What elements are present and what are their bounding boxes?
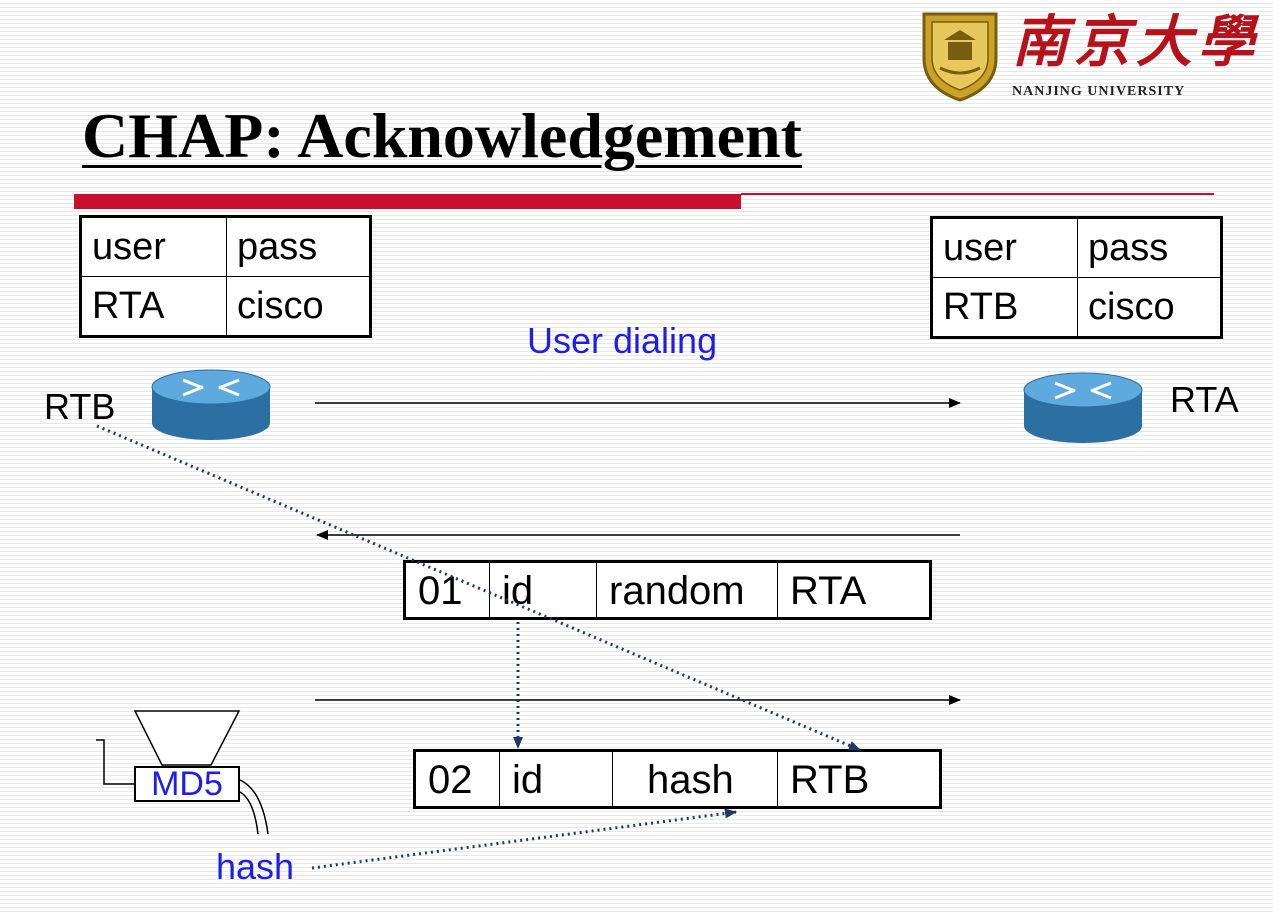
response-packet: 02 id hash RTB: [413, 749, 942, 809]
title-underline-bar: [74, 194, 741, 209]
title-thin-rule: [741, 193, 1214, 195]
router-left-label: RTB: [44, 386, 116, 427]
table-cell: user: [80, 216, 227, 277]
credential-table-right: user pass RTB cisco: [930, 216, 1223, 339]
university-logo: 南京大學 NANJING UNIVERSITY: [920, 10, 1254, 105]
table-header-row: user pass: [80, 216, 371, 277]
table-cell: RTB: [931, 277, 1078, 338]
user-dialing-label: User dialing: [527, 320, 718, 361]
table-cell: user: [931, 217, 1078, 278]
table-cell: pass: [226, 216, 371, 277]
packet-name-field: RTA: [790, 569, 867, 613]
router-icon: [1023, 372, 1143, 443]
logo-english-name: NANJING UNIVERSITY: [1012, 84, 1186, 99]
table-row: RTB cisco: [931, 277, 1222, 338]
table-row: RTA cisco: [80, 276, 371, 337]
router-icon: [151, 369, 271, 440]
table-cell: RTA: [80, 276, 227, 337]
logo-chinese-name: 南京大學: [1012, 9, 1260, 75]
table-header-row: user pass: [931, 217, 1222, 278]
slide-title: CHAP: Acknowledgement: [82, 100, 802, 171]
credential-table-left: user pass RTA cisco: [79, 215, 372, 338]
hash-label: hash: [216, 846, 295, 887]
md5-funnel-icon: [96, 710, 269, 835]
name-copy-arrow: [96, 424, 861, 752]
table-cell: cisco: [226, 276, 371, 337]
hash-fill-arrow: [311, 808, 737, 870]
router-right-label: RTA: [1170, 379, 1239, 420]
packet-id-field: id: [500, 752, 613, 806]
packet-name-field: RTB: [790, 758, 870, 802]
md5-box: MD5: [134, 766, 240, 802]
university-shield-icon: [922, 12, 998, 102]
packet-id-field: id: [490, 563, 597, 617]
packet-code-field: 01: [406, 563, 490, 617]
challenge-packet: 01 id random RTA: [403, 560, 932, 620]
packet-code-field: 02: [416, 752, 500, 806]
packet-hash-field: hash: [613, 752, 778, 806]
table-cell: cisco: [1077, 277, 1222, 338]
packet-random-field: random: [597, 563, 778, 617]
